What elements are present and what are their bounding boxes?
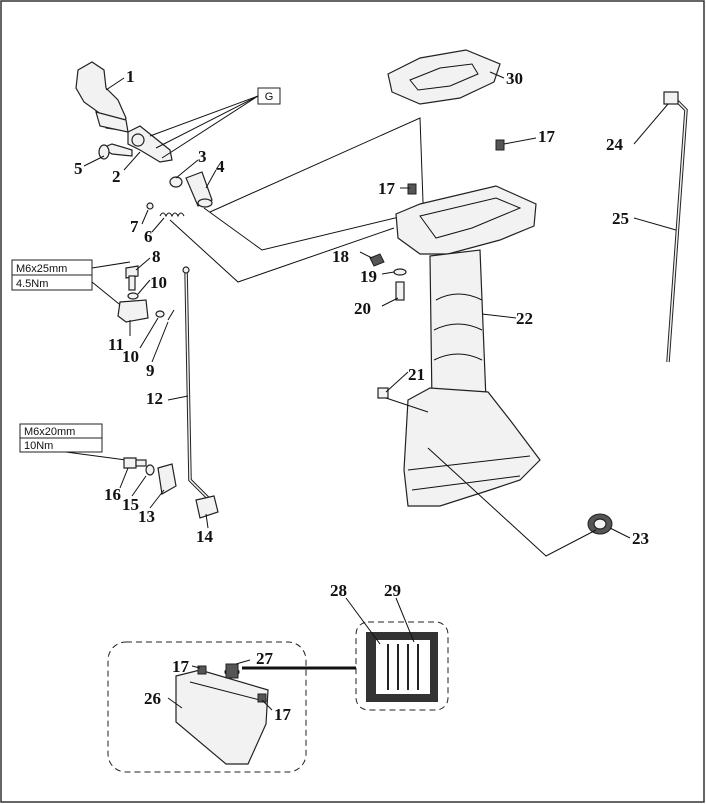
callout-23: 23	[632, 529, 649, 548]
callout-17-inset-b: 17	[274, 705, 292, 724]
grease-marker-label: G	[265, 91, 274, 103]
callout-21: 21	[408, 365, 425, 384]
callout-17-inset-a: 17	[172, 657, 190, 676]
callout-9: 9	[146, 361, 155, 380]
callout-20: 20	[354, 299, 371, 318]
detail-inset-right	[355, 621, 449, 711]
connector-part-14	[195, 495, 219, 519]
collar-part-4	[185, 171, 213, 208]
callout-22: 22	[516, 309, 533, 328]
callout-30: 30	[506, 69, 523, 88]
shift-lever-part-2	[127, 125, 173, 163]
callout-25: 25	[612, 209, 629, 228]
callout-29: 29	[384, 581, 401, 600]
callout-3: 3	[198, 147, 207, 166]
ball-part-7	[146, 202, 154, 210]
spec-torque: 10Nm	[24, 440, 53, 452]
plug-part-21	[377, 387, 389, 399]
spec-box-m6x20: M6x20mm 10Nm	[19, 423, 103, 453]
bolt-part-8	[125, 265, 139, 291]
nut-part-17-inset-b	[257, 693, 267, 703]
nut-part-17-inset-a	[197, 665, 207, 675]
bolt-part-16	[123, 457, 147, 469]
clip-part-24	[663, 91, 679, 105]
bracket-part-11	[117, 299, 149, 323]
callout-16: 16	[104, 485, 121, 504]
callout-17-top: 17	[538, 127, 556, 146]
callout-8: 8	[152, 247, 161, 266]
washer-part-19	[393, 268, 407, 276]
nut-part-17-top	[495, 139, 505, 151]
callout-6: 6	[144, 227, 153, 246]
callout-4: 4	[216, 157, 225, 176]
washer-part-15	[145, 464, 155, 476]
callout-1: 1	[126, 67, 135, 86]
drive-shaft-housing-part-22	[429, 249, 487, 405]
callout-15: 15	[122, 495, 139, 514]
bearing-cross-section-28-29	[366, 632, 438, 702]
bolt-part-18	[369, 253, 385, 267]
callout-12: 12	[146, 389, 163, 408]
callout-5: 5	[74, 159, 83, 178]
upper-mount-plate	[395, 185, 537, 255]
callout-10: 10	[150, 273, 167, 292]
callout-2: 2	[112, 167, 121, 186]
spec-box-m6x25: M6x25mm 4.5Nm	[11, 259, 93, 291]
detail-inset-left	[107, 641, 307, 773]
callout-19: 19	[360, 267, 377, 286]
callout-28: 28	[330, 581, 347, 600]
spec-size: M6x20mm	[24, 426, 75, 438]
gasket-part-30	[387, 49, 501, 105]
tiller-bracket-part-1	[75, 61, 129, 133]
callout-27: 27	[256, 649, 274, 668]
nut-part-17-mid	[407, 183, 417, 195]
anode-part-23	[587, 513, 613, 535]
callout-11: 11	[108, 335, 124, 354]
callout-10b: 10	[122, 347, 139, 366]
o-ring-part-10	[127, 292, 139, 300]
callout-14: 14	[196, 527, 214, 546]
spec-size: M6x25mm	[16, 263, 67, 275]
shift-rod-part-12	[182, 266, 212, 502]
pin-part-9	[167, 309, 175, 321]
bracket-part-13	[157, 463, 177, 495]
spec-torque: 4.5Nm	[16, 278, 48, 290]
o-ring-part-10b	[155, 310, 165, 318]
callout-7: 7	[130, 217, 139, 236]
callout-13: 13	[138, 507, 155, 526]
callout-26: 26	[144, 689, 161, 708]
spring-part-6	[159, 212, 185, 218]
callout-18: 18	[332, 247, 349, 266]
seal-part-26	[175, 669, 269, 765]
leader-lines	[83, 71, 677, 711]
washer-part-3	[169, 176, 183, 188]
callout-24: 24	[606, 135, 624, 154]
bolt-part-20	[395, 281, 405, 301]
bolt-part-5	[98, 143, 133, 160]
callout-17-mid: 17	[378, 179, 396, 198]
insert-part-27	[224, 663, 240, 679]
